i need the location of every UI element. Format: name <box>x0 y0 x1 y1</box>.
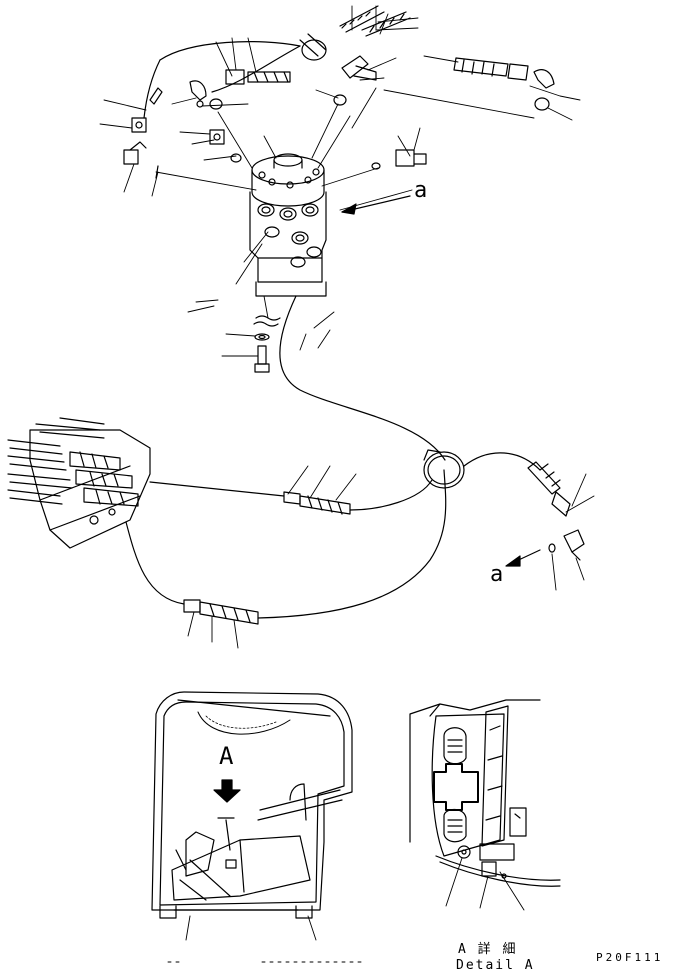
upper-leaders <box>100 6 580 356</box>
detail-leaders <box>446 858 524 910</box>
detail-a <box>410 700 560 886</box>
detail-caption-japanese: A 詳 細 <box>458 942 518 957</box>
control-valve <box>8 418 150 548</box>
view-ref-label-lower: a <box>490 562 504 587</box>
cab-leaders <box>168 916 366 962</box>
upper-hoses <box>124 6 554 460</box>
cab-view <box>152 692 352 918</box>
swivel-joint <box>250 154 326 372</box>
middle-leaders <box>188 466 594 648</box>
valve-hoses <box>126 450 584 624</box>
detail-ref-label: A <box>219 742 234 770</box>
view-ref-label-upper: a <box>414 178 428 203</box>
view-arrow-upper <box>342 196 410 214</box>
drawing-code: P20F111 <box>596 951 664 964</box>
view-arrow-lower <box>506 550 540 566</box>
detail-caption-english: Detail A <box>456 958 535 973</box>
